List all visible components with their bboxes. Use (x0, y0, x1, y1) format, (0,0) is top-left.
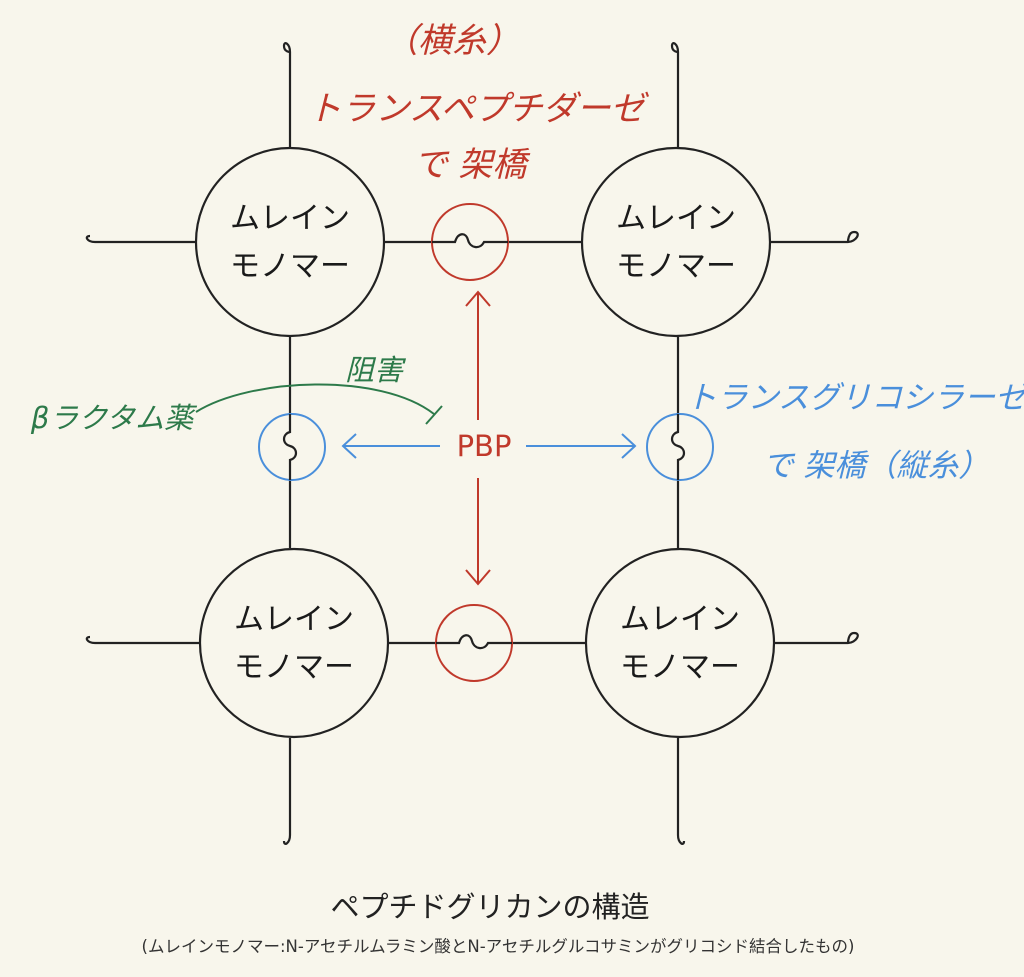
crosslink-transpeptidase-bottom (435, 604, 513, 682)
pbp-label: PBP (457, 429, 512, 463)
caption-subtitle: (ムレインモノマー:N-アセチルムラミン酸とN-アセチルグルコサミンがグリコシド… (142, 937, 855, 956)
crosslink-transglycosylase-left (258, 413, 326, 481)
crosslink-transglycosylase-right (646, 413, 714, 481)
monomer-label-line1: ムレイン (230, 201, 350, 236)
monomer-label-line2: モノマー (616, 249, 736, 284)
monomer-top-right: ムレイン モノマー (580, 146, 772, 338)
transpeptidase-note-line2: トランスペプチダーゼ (308, 89, 650, 129)
transglycosylase-note-line1: トランスグリコシラーゼ (686, 380, 1024, 416)
monomer-label-line1: ムレイン (234, 602, 354, 637)
monomer-bottom-right: ムレイン モノマー (584, 547, 776, 739)
transpeptidase-note-line1: （横糸） (384, 21, 520, 61)
monomer-label-line1: ムレイン (620, 602, 740, 637)
inhibition-label: 阻害 (345, 353, 407, 387)
beta-lactam-label: βラクタム薬 (30, 401, 197, 435)
crosslink-transpeptidase-top (431, 203, 509, 281)
caption-title: ペプチドグリカンの構造 (330, 890, 649, 924)
monomer-top-left: ムレイン モノマー (194, 146, 386, 338)
monomer-label-line2: モノマー (234, 650, 354, 685)
monomer-label-line2: モノマー (230, 249, 350, 284)
transpeptidase-note-line3: で 架橋 (414, 145, 531, 185)
pbp-arrows (341, 290, 637, 586)
monomer-bottom-left: ムレイン モノマー (198, 547, 390, 739)
monomer-label-line1: ムレイン (616, 201, 736, 236)
monomer-label-line2: モノマー (620, 650, 740, 685)
transglycosylase-note-line2: で 架橋（縦糸） (763, 448, 990, 484)
inhibition-arrow (195, 383, 443, 425)
